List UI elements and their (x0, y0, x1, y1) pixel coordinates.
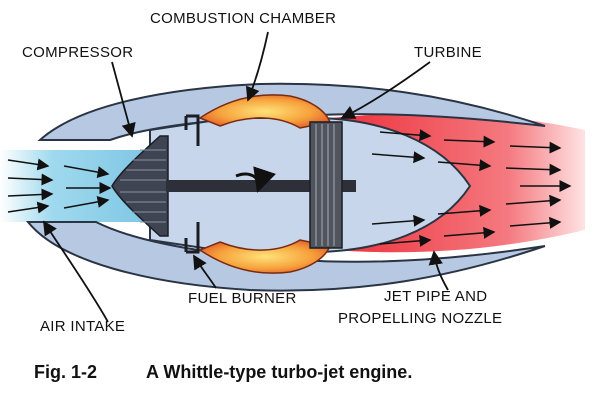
turbine-disc (309, 121, 343, 249)
fuel-burner-top (184, 114, 200, 146)
shaft-rotation-arrow (235, 166, 277, 193)
combustion-chamber-top (198, 94, 332, 129)
label-jet-pipe: JET PIPE AND (384, 288, 488, 305)
label-compressor: COMPRESSOR (22, 44, 134, 61)
combustion-chamber-bottom (198, 239, 332, 274)
figure-caption: Fig. 1-2 A Whittle-type turbo-jet engine. (34, 362, 412, 383)
label-turbine: TURBINE (414, 44, 482, 61)
label-propelling-nozzle: PROPELLING NOZZLE (338, 310, 503, 327)
figure-number: Fig. 1-2 (34, 362, 98, 382)
label-fuel-burner: FUEL BURNER (188, 290, 297, 307)
fuel-burner-bottom (184, 222, 200, 254)
label-combustion-chamber: COMBUSTION CHAMBER (150, 10, 337, 27)
intake-arrows (7, 158, 112, 214)
turbine-blades (315, 124, 335, 246)
figure-title: A Whittle-type turbo-jet engine. (146, 362, 413, 382)
leader-lines (43, 31, 449, 323)
label-air-intake: AIR INTAKE (40, 318, 126, 335)
compressor-vanes (120, 149, 166, 223)
exhaust-arrows (371, 129, 572, 247)
